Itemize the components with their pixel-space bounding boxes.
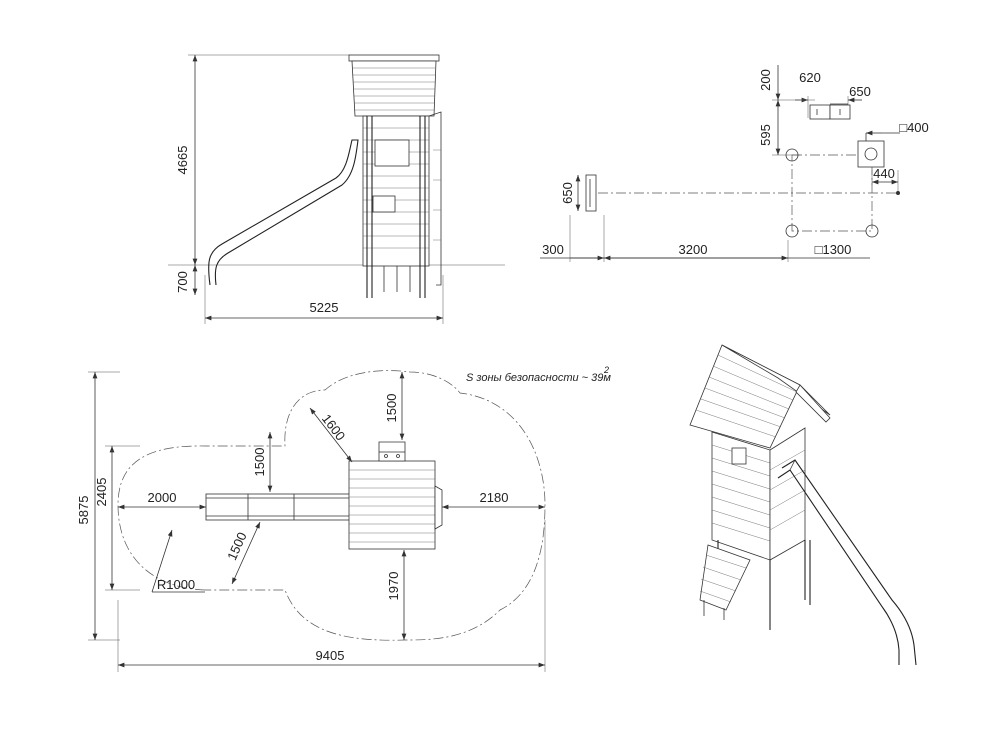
dim-post-size: □400 <box>899 120 929 135</box>
ladder-top <box>434 485 443 530</box>
side-elevation-view: 4665 700 5225 <box>168 54 505 324</box>
entry-platform <box>378 441 406 462</box>
dim-650-top: 650 <box>849 84 871 99</box>
dim-595: 595 <box>758 124 773 146</box>
dim-1970: 1970 <box>386 572 401 601</box>
dim-5875: 5875 <box>76 496 91 525</box>
tower-body <box>362 115 430 267</box>
iso-window <box>731 447 747 465</box>
safety-zone-note: S зоны безопасности ~ 39м <box>466 372 611 384</box>
dim-1600: 1600 <box>319 411 348 443</box>
foundation-plan-view: 620 650 200 595 □400 440 <box>540 65 929 262</box>
dim-650-left: 650 <box>560 182 575 204</box>
dim-440: 440 <box>873 166 895 181</box>
top-plan-view: S зоны безопасности ~ 39м 2 1500 1600 15… <box>76 365 611 672</box>
post-footing <box>785 224 799 238</box>
lower-window <box>372 195 396 213</box>
slide <box>208 139 359 286</box>
dim-2000: 2000 <box>148 490 177 505</box>
roof-cap <box>348 54 440 62</box>
dim-length: 5225 <box>310 300 339 315</box>
dim-1300: □1300 <box>815 242 852 257</box>
dim-9405: 9405 <box>316 648 345 663</box>
dim-platform-height: 700 <box>175 271 190 293</box>
dim-1500-top: 1500 <box>384 394 399 423</box>
side-ladder <box>428 111 442 286</box>
iso-roof-left <box>689 344 801 449</box>
slide-end-plate <box>585 174 597 212</box>
iso-tower-side <box>769 427 806 561</box>
dim-1500-mid: 1500 <box>252 448 267 477</box>
dim-620: 620 <box>799 70 821 85</box>
dim-2180: 2180 <box>480 490 509 505</box>
iso-roof-ridge <box>721 344 831 416</box>
upper-window <box>374 139 410 167</box>
dim-2405: 2405 <box>94 478 109 507</box>
safety-zone-sup: 2 <box>603 365 609 375</box>
isometric-view <box>689 344 917 666</box>
post-footing <box>785 148 799 162</box>
roof <box>351 60 437 117</box>
iso-ladder <box>699 544 751 611</box>
dim-300: 300 <box>542 242 564 257</box>
post-footing <box>865 224 879 238</box>
post-size-square <box>857 140 885 168</box>
tower-roof-top <box>348 460 436 550</box>
iso-slide <box>781 459 917 666</box>
dim-height-total: 4665 <box>175 146 190 175</box>
anchor-plate-left <box>809 104 831 120</box>
dim-3200: 3200 <box>679 242 708 257</box>
dim-200: 200 <box>758 69 773 91</box>
radius-label: R1000 <box>157 577 195 592</box>
dim-1500-diag: 1500 <box>224 530 249 563</box>
